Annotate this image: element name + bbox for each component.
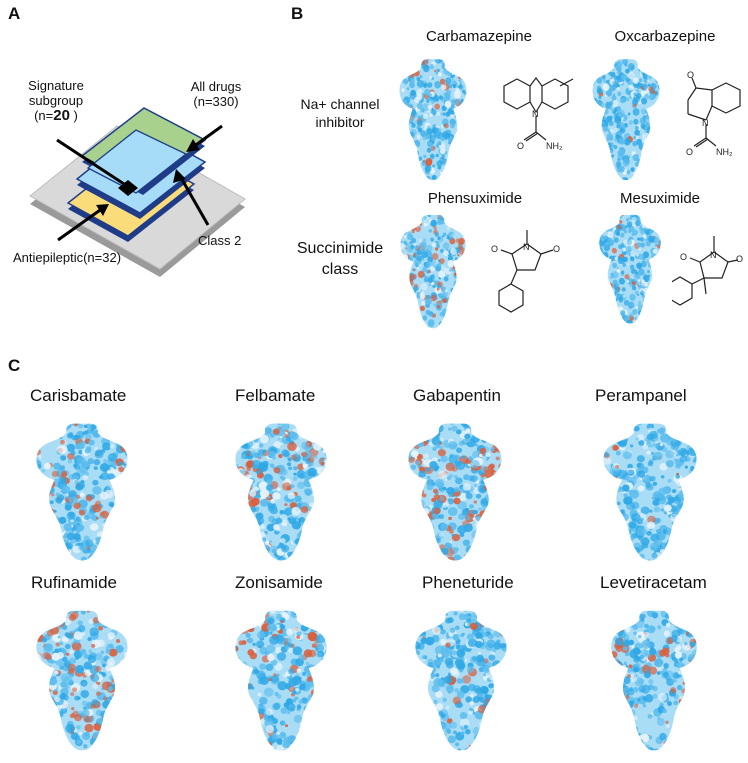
succinimide-line2: class xyxy=(321,261,359,278)
class2-label: Class 2 xyxy=(198,233,242,248)
chem-nh2-oxc: NH₂ xyxy=(716,147,733,157)
na-channel-line2: inhibitor xyxy=(315,114,365,130)
chem-o-mes: O xyxy=(680,252,687,262)
class2-arrow-line xyxy=(178,175,210,226)
brain-map-rufinamide xyxy=(36,610,128,751)
panel-b-letter: B xyxy=(291,4,304,23)
structure-mesuximide: N O O xyxy=(672,236,743,306)
structure-oxcarbazepine: O N O NH₂ xyxy=(686,70,741,157)
all-drugs-arrow-head xyxy=(186,139,200,152)
drug-label-pheneturide: Pheneturide xyxy=(422,573,514,592)
chem-o2-phen: O xyxy=(553,244,560,254)
brain-map-pheneturide xyxy=(415,610,507,751)
brain-map-phensuximide xyxy=(400,215,466,329)
drug-label-rufinamide: Rufinamide xyxy=(31,573,117,592)
class2-arrow-head xyxy=(173,169,186,183)
drug-label-gabapentin: Gabapentin xyxy=(413,386,501,405)
brain-map-oxcarbazepine xyxy=(592,59,660,181)
chem-n-oxc: N xyxy=(702,118,709,128)
antiepileptic-arrow-head xyxy=(96,204,109,216)
antiepileptic-arrow-line xyxy=(57,206,104,242)
drug-label-levetiracetam: Levetiracetam xyxy=(600,573,707,592)
brain-outline xyxy=(400,215,466,329)
structure-carbamazepine: N O NH₂ xyxy=(503,77,574,151)
chem-o-phen: O xyxy=(491,244,498,254)
chem-n-phen: N xyxy=(523,242,530,252)
brain-map-carbamazepine xyxy=(399,59,467,181)
drug-label-phensuximide: Phensuximide xyxy=(427,190,523,207)
structure-phensuximide: N O O xyxy=(491,230,560,313)
chem-n-mes: N xyxy=(710,250,717,260)
panel-c-letter: C xyxy=(8,356,21,375)
brain-map-felbamate xyxy=(235,423,327,561)
drug-label-carbamazepine: Carbamazepine xyxy=(426,28,532,45)
brain-map-perampanel xyxy=(603,423,697,561)
chem-o: O xyxy=(517,141,524,151)
all-drugs-arrow-line xyxy=(192,124,223,149)
drug-label-mesuximide: Mesuximide xyxy=(619,190,701,207)
panel-a-letter: A xyxy=(8,4,21,23)
all-drugs-line1: All drugs xyxy=(190,79,242,94)
brain-outline xyxy=(36,423,128,561)
signature-line2: subgroup xyxy=(28,93,84,108)
chem-n: N xyxy=(532,109,539,119)
drug-label-oxcarbazepine: Oxcarbazepine xyxy=(614,28,716,45)
class-label-na-channel: Na+ channel inhibitor xyxy=(290,95,390,131)
brain-map-zonisamide xyxy=(235,610,327,751)
brain-map-mesuximide xyxy=(599,214,661,324)
chem-o2-mes: O xyxy=(736,254,743,264)
drug-label-perampanel: Perampanel xyxy=(595,386,687,405)
drug-label-felbamate: Felbamate xyxy=(235,386,316,405)
drug-label-carisbamate: Carisbamate xyxy=(30,386,127,405)
signature-line1: Signature xyxy=(28,78,84,93)
brain-map-levetiracetam xyxy=(611,610,697,751)
chem-o-oxc: O xyxy=(687,70,694,80)
chem-o2-oxc: O xyxy=(686,147,693,157)
drug-label-zonisamide: Zonisamide xyxy=(235,573,323,592)
chem-nh2: NH₂ xyxy=(546,141,563,151)
succinimide-line1: Succinimide xyxy=(296,240,384,257)
class-label-succinimide: Succinimide class xyxy=(280,238,400,280)
all-drugs-line2: (n=330) xyxy=(193,94,239,109)
brain-map-carisbamate xyxy=(36,423,128,561)
brain-outline xyxy=(399,59,467,181)
signature-pointer-line xyxy=(56,138,125,186)
venn-layer-diagram xyxy=(29,107,246,277)
antiepileptic-label: Antiepileptic(n=32) xyxy=(13,250,122,265)
signature-subgroup-label: Signature subgroup (n=20 ) xyxy=(20,78,92,123)
all-drugs-label: All drugs (n=330) xyxy=(180,79,252,109)
brain-map-gabapentin xyxy=(408,423,502,561)
signature-n: (n=20 ) xyxy=(34,107,78,124)
na-channel-line1: Na+ channel xyxy=(300,96,380,112)
